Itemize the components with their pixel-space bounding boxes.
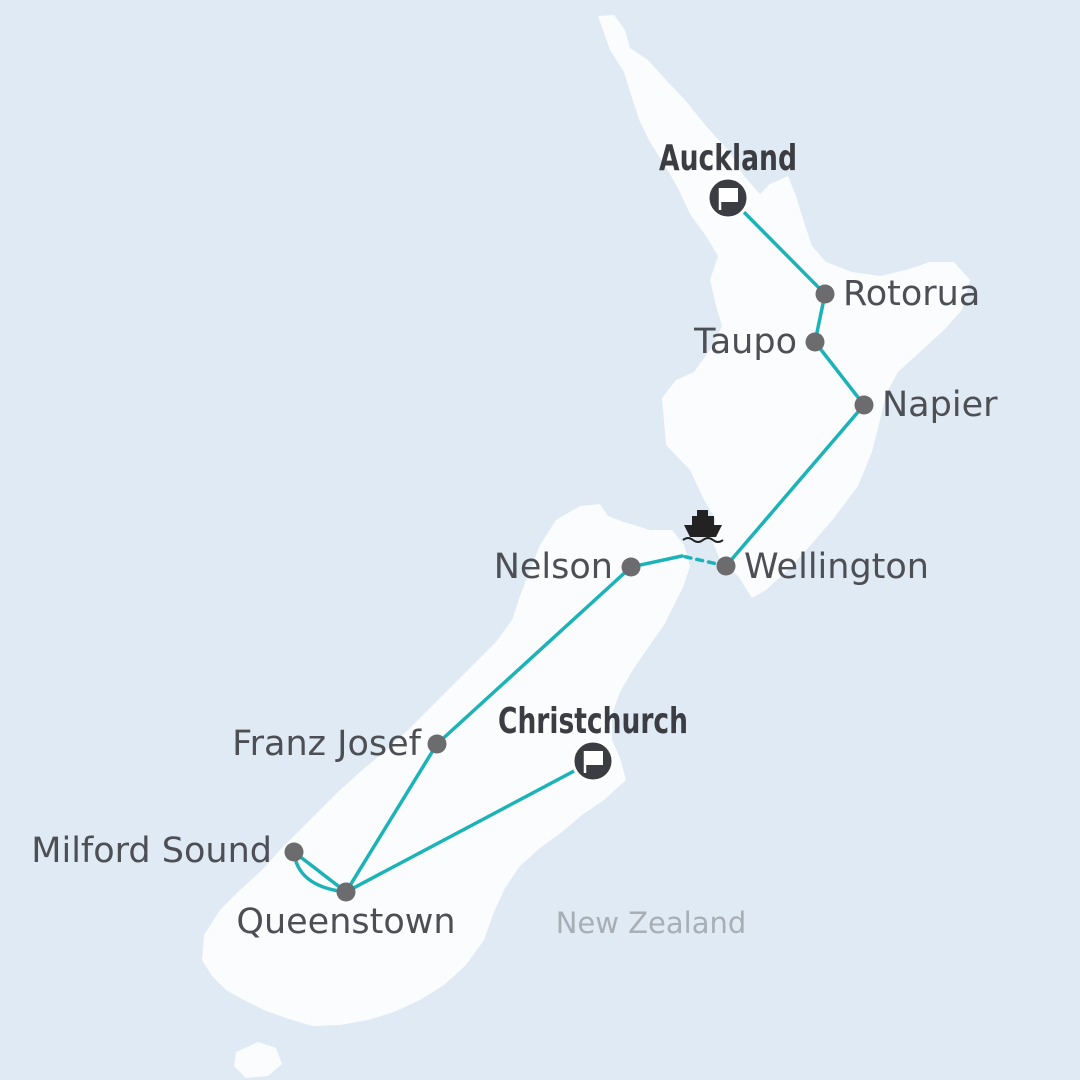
label-christchurch: Christchurch <box>498 701 688 742</box>
label-wellington: Wellington <box>744 547 929 587</box>
label-milford-sound: Milford Sound <box>31 831 272 871</box>
label-taupo: Taupo <box>693 322 797 362</box>
stop-dot-napier[interactable] <box>854 395 874 415</box>
label-napier: Napier <box>882 385 998 425</box>
label-queenstown: Queenstown <box>236 902 455 942</box>
terminal-auckland[interactable] <box>706 176 750 220</box>
stop-dot-nelson[interactable] <box>621 557 641 577</box>
label-rotorua: Rotorua <box>843 274 980 314</box>
stop-dot-milford-sound[interactable] <box>284 842 304 862</box>
south-island <box>202 504 690 1026</box>
terminal-christchurch[interactable] <box>571 739 615 783</box>
label-auckland: Auckland <box>659 138 797 179</box>
flag-icon <box>583 751 603 773</box>
north-island <box>598 15 970 598</box>
country-label: New Zealand <box>556 906 747 940</box>
flag-icon <box>718 188 738 210</box>
stop-dot-wellington[interactable] <box>716 556 736 576</box>
stop-dot-queenstown[interactable] <box>336 882 356 902</box>
stop-dot-taupo[interactable] <box>805 332 825 352</box>
ferry-icon <box>682 510 724 543</box>
label-nelson: Nelson <box>494 547 613 587</box>
stop-dot-rotorua[interactable] <box>815 284 835 304</box>
stop-dot-franz-josef[interactable] <box>427 734 447 754</box>
label-franz-josef: Franz Josef <box>232 724 422 764</box>
stewart-island <box>234 1042 282 1078</box>
